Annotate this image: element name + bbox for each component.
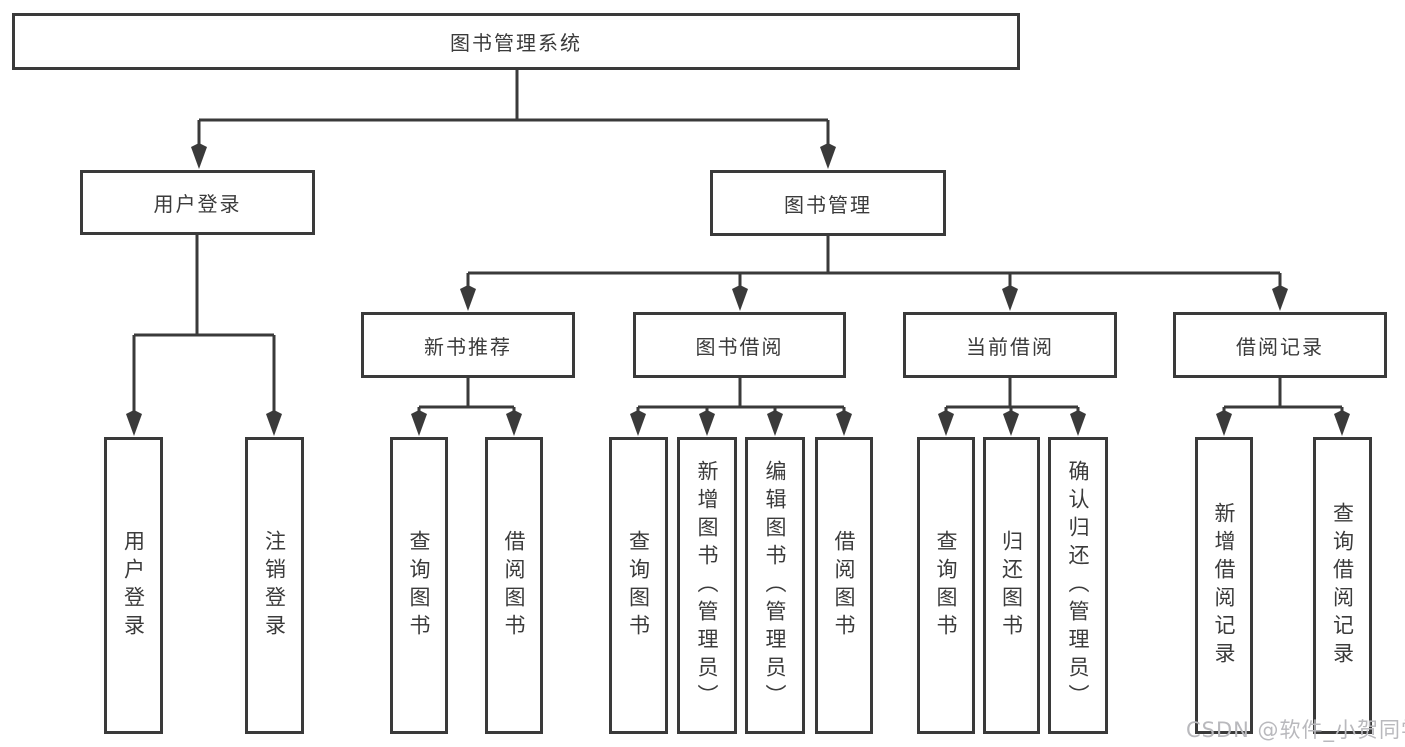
leaf-borrow-books-recommend: 借阅图书 [485, 437, 543, 734]
leaf-label: 借阅图书 [832, 529, 856, 642]
leaf-label: 注销登录 [262, 529, 287, 642]
node-book-management: 图书管理 [710, 170, 946, 236]
leaf-add-borrow-record: 新增借阅记录 [1195, 437, 1253, 734]
leaf-label: 新增图书（管理员） [695, 459, 719, 712]
node-new-book-recommendation: 新书推荐 [361, 312, 575, 378]
node-library-management-system: 图书管理系统 [12, 13, 1020, 70]
leaf-label: 查询图书 [626, 529, 651, 642]
node-current-borrowing: 当前借阅 [903, 312, 1117, 378]
leaf-confirm-return-admin: 确认归还（管理员） [1048, 437, 1108, 734]
node-label: 用户登录 [153, 192, 242, 216]
node-user-login: 用户登录 [80, 170, 315, 235]
node-borrowing-records: 借阅记录 [1173, 312, 1387, 378]
leaf-label: 归还图书 [999, 529, 1024, 642]
leaf-label: 借阅图书 [502, 529, 526, 642]
node-label: 当前借阅 [966, 334, 1054, 359]
leaf-borrow-books: 借阅图书 [815, 437, 873, 734]
leaf-label: 查询借阅记录 [1330, 501, 1355, 670]
leaf-query-borrow-record: 查询借阅记录 [1313, 437, 1372, 734]
node-label: 借阅记录 [1236, 334, 1324, 359]
leaf-label: 查询图书 [934, 529, 958, 642]
node-book-borrowing: 图书借阅 [633, 312, 846, 378]
leaf-query-books-current: 查询图书 [917, 437, 975, 734]
node-label: 新书推荐 [424, 334, 512, 359]
node-label: 图书管理 [784, 192, 872, 217]
leaf-return-books: 归还图书 [983, 437, 1040, 734]
node-label: 图书管理系统 [450, 31, 582, 55]
leaf-label: 新增借阅记录 [1212, 501, 1236, 670]
leaf-query-books-borrowing: 查询图书 [609, 437, 668, 734]
leaf-label: 查询图书 [407, 529, 431, 642]
leaf-label: 确认归还（管理员） [1066, 459, 1090, 712]
leaf-logout: 注销登录 [245, 437, 304, 734]
leaf-query-books-recommend: 查询图书 [390, 437, 448, 734]
leaf-user-login: 用户登录 [104, 437, 163, 734]
node-label: 图书借阅 [695, 334, 784, 359]
leaf-label: 编辑图书（管理员） [763, 459, 787, 712]
leaf-edit-books-admin: 编辑图书（管理员） [745, 437, 805, 734]
leaf-add-books-admin: 新增图书（管理员） [677, 437, 737, 734]
watermark: CSDN @软件_小贺同学 [1186, 718, 1405, 742]
leaf-label: 用户登录 [121, 529, 146, 642]
